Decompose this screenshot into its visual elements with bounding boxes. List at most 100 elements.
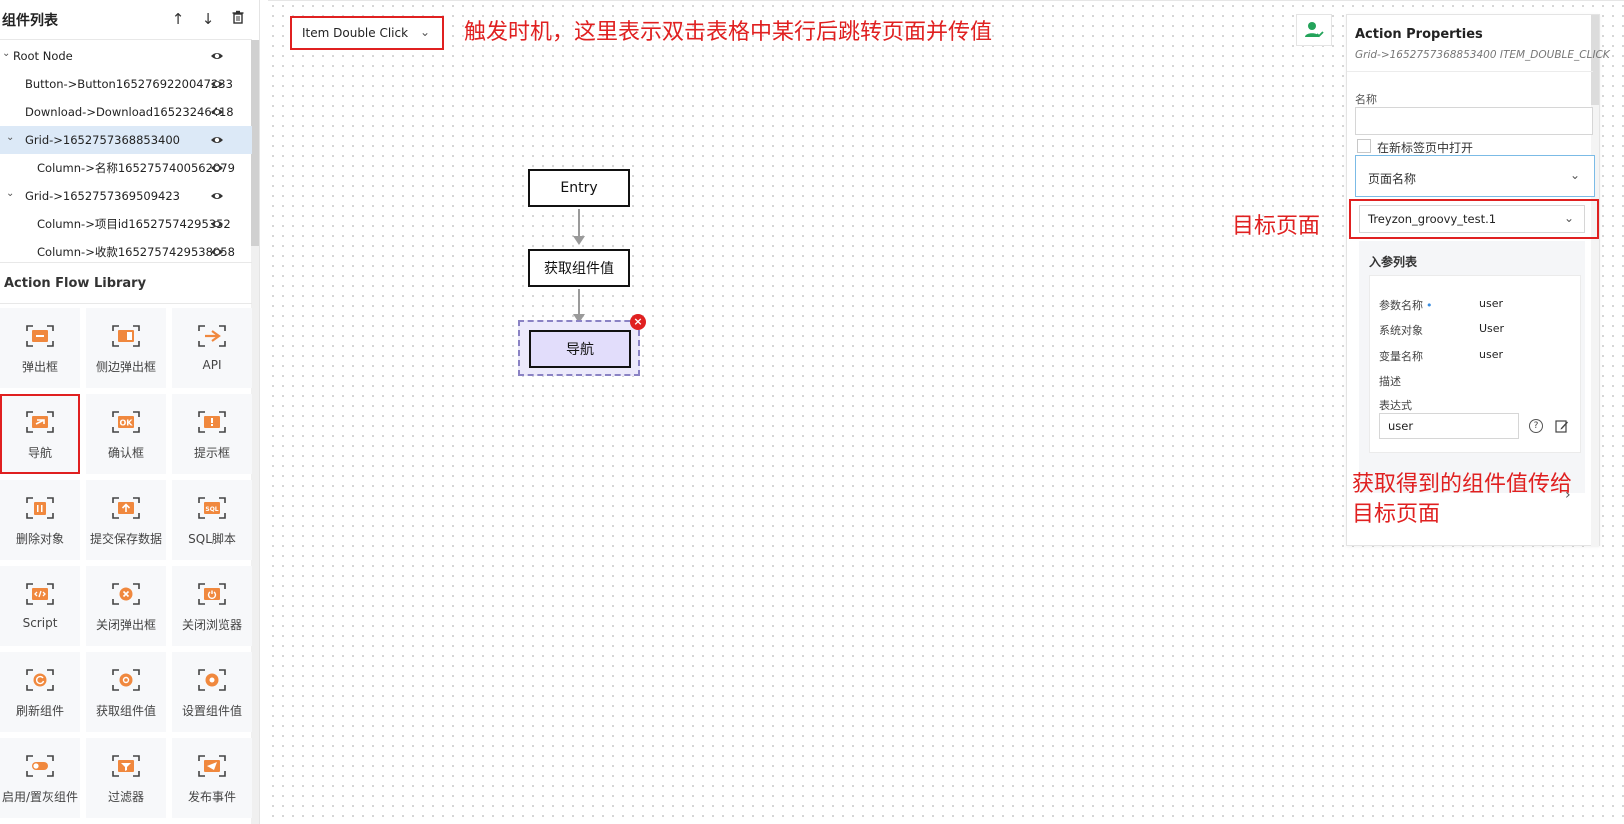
props-scrollbar[interactable] bbox=[1591, 15, 1599, 547]
tree-node-label: Button->Button1652769220047233 bbox=[25, 77, 233, 91]
panel-subtitle: Grid->1652757368853400 ITEM_DOUBLE_CLICK bbox=[1355, 49, 1610, 61]
tree-node-label: Grid->1652757368853400 bbox=[25, 133, 180, 147]
library-item-side-popup[interactable]: 侧边弹出框 bbox=[86, 308, 166, 388]
library-item-submit[interactable]: 提交保存数据 bbox=[86, 480, 166, 560]
library-item-refresh[interactable]: 刷新组件 bbox=[0, 652, 80, 732]
left-scrollbar[interactable] bbox=[251, 40, 259, 824]
target-page-value: Treyzon_groovy_test.1 bbox=[1368, 212, 1497, 226]
library-item-label: 关闭浏览器 bbox=[181, 618, 242, 632]
library-item-label: 刷新组件 bbox=[15, 704, 64, 718]
get-value-icon bbox=[112, 669, 140, 691]
close-icon[interactable]: × bbox=[630, 314, 646, 330]
library-item-close-browser[interactable]: 关闭浏览器 bbox=[172, 566, 252, 646]
library-item-set-value[interactable]: 设置组件值 bbox=[172, 652, 252, 732]
annotation-params-line1: 获取得到的组件值传给 bbox=[1352, 472, 1573, 497]
trash-icon[interactable] bbox=[230, 10, 246, 28]
chevron-down-icon: ⌄ bbox=[1563, 211, 1574, 225]
move-down-icon[interactable]: ↓ bbox=[201, 10, 215, 28]
set-value-icon bbox=[198, 669, 226, 691]
tree-node-button[interactable]: Button->Button1652769220047233 bbox=[0, 70, 252, 98]
eye-icon[interactable] bbox=[210, 133, 224, 147]
eye-icon[interactable] bbox=[210, 77, 224, 91]
panel-title: Action Properties bbox=[1355, 27, 1483, 42]
tree-node-grid-2[interactable]: ⌄ Grid->1652757369509423 bbox=[0, 182, 252, 210]
edit-icon[interactable] bbox=[1555, 419, 1569, 433]
eye-icon[interactable] bbox=[210, 49, 224, 63]
left-panel: 组件列表 ↑ ↓ ⌄ Root Node Button->Button16527… bbox=[0, 0, 260, 824]
library-title: Action Flow Library bbox=[0, 262, 252, 304]
filter-icon bbox=[112, 755, 140, 777]
expression-label: 表达式 bbox=[1379, 399, 1412, 412]
library-item-label: 关闭弹出框 bbox=[95, 618, 156, 632]
target-page-select[interactable]: Treyzon_groovy_test.1 ⌄ bbox=[1359, 205, 1585, 233]
props-scrollbar-thumb[interactable] bbox=[1591, 15, 1599, 105]
tree-node-download[interactable]: Download->Download16523246418 bbox=[0, 98, 252, 126]
library-item-script[interactable]: Script bbox=[0, 566, 80, 646]
library-item-navigation[interactable]: 导航 bbox=[0, 394, 80, 474]
chevron-down-icon[interactable]: ⌄ bbox=[6, 188, 15, 199]
open-new-tab-label: 在新标签页中打开 bbox=[1377, 141, 1474, 155]
help-icon[interactable]: ? bbox=[1529, 419, 1543, 433]
library-item-label: 提示框 bbox=[193, 446, 230, 460]
library-item-label: Script bbox=[22, 616, 58, 630]
library-item-toggle[interactable]: 启用/置灰组件 bbox=[0, 738, 80, 818]
tree-node-label: Download->Download16523246418 bbox=[25, 105, 234, 119]
param-name-text: 参数名称 bbox=[1379, 299, 1423, 312]
user-settings-button[interactable] bbox=[1296, 14, 1332, 46]
library-item-alert[interactable]: 提示框 bbox=[172, 394, 252, 474]
eye-icon[interactable] bbox=[210, 189, 224, 203]
library-item-publish[interactable]: 发布事件 bbox=[172, 738, 252, 818]
library-item-confirm[interactable]: OK 确认框 bbox=[86, 394, 166, 474]
eye-icon[interactable] bbox=[210, 217, 224, 231]
confirm-icon: OK bbox=[112, 411, 140, 433]
trigger-select[interactable]: Item Double Click ⌄ bbox=[290, 16, 444, 50]
tree-node-label: Root Node bbox=[13, 49, 73, 63]
chevron-down-icon[interactable]: ⌄ bbox=[2, 48, 11, 59]
params-title: 入参列表 bbox=[1369, 255, 1418, 269]
eye-icon[interactable] bbox=[210, 245, 224, 259]
param-name-value: user bbox=[1479, 297, 1503, 310]
navigation-icon bbox=[26, 411, 54, 433]
eye-icon[interactable] bbox=[210, 161, 224, 175]
annotation-target-page: 目标页面 bbox=[1232, 214, 1321, 239]
flow-node-get-value[interactable]: 获取组件值 bbox=[528, 249, 630, 287]
library-item-popup[interactable]: 弹出框 bbox=[0, 308, 80, 388]
chevron-down-icon[interactable]: ⌄ bbox=[6, 132, 15, 143]
flow-node-navigate[interactable]: 导航 bbox=[529, 330, 631, 368]
tree-node-column-name[interactable]: Column->名称1652757400562879 bbox=[0, 154, 252, 182]
chevron-right-icon[interactable]: › bbox=[1565, 487, 1571, 503]
tree-title: 组件列表 bbox=[2, 12, 58, 29]
library-item-close-popup[interactable]: 关闭弹出框 bbox=[86, 566, 166, 646]
tree-node-column-id[interactable]: Column->项目id16527574295352 bbox=[0, 210, 252, 238]
eye-icon[interactable] bbox=[210, 105, 224, 119]
tree-node-grid-selected[interactable]: ⌄ Grid->1652757368853400 bbox=[0, 126, 252, 154]
library-item-delete[interactable]: 删除对象 bbox=[0, 480, 80, 560]
open-new-tab-checkbox[interactable] bbox=[1357, 139, 1371, 153]
page-name-select[interactable]: 页面名称 ⌄ bbox=[1355, 155, 1595, 197]
close-popup-icon bbox=[112, 583, 140, 605]
sql-icon: SQL bbox=[198, 497, 226, 519]
flow-node-selection[interactable]: 导航 × bbox=[518, 314, 646, 376]
trigger-value: Item Double Click bbox=[302, 26, 409, 40]
tree-node-column-payment[interactable]: Column->收款1652757429538958 bbox=[0, 238, 252, 266]
expression-input[interactable]: user bbox=[1379, 413, 1519, 439]
chevron-down-icon: ⌄ bbox=[1569, 168, 1580, 182]
library-item-api[interactable]: API bbox=[172, 308, 252, 388]
tree-header: 组件列表 ↑ ↓ bbox=[0, 0, 252, 40]
tree-node-root[interactable]: ⌄ Root Node bbox=[0, 42, 252, 70]
divider bbox=[1347, 71, 1593, 72]
library-item-label: 提交保存数据 bbox=[89, 532, 162, 546]
script-icon bbox=[26, 583, 54, 605]
flow-node-entry[interactable]: Entry bbox=[528, 169, 630, 207]
library-item-label: 启用/置灰组件 bbox=[1, 790, 79, 804]
move-up-icon[interactable]: ↑ bbox=[171, 10, 185, 28]
library-item-sql[interactable]: SQL SQL脚本 bbox=[172, 480, 252, 560]
system-object-value: User bbox=[1479, 322, 1505, 335]
library-item-label: 获取组件值 bbox=[95, 704, 156, 718]
library-item-get-value[interactable]: 获取组件值 bbox=[86, 652, 166, 732]
name-input[interactable] bbox=[1355, 107, 1593, 135]
svg-text:OK: OK bbox=[120, 419, 134, 428]
svg-text:SQL: SQL bbox=[205, 506, 218, 513]
left-scrollbar-thumb[interactable] bbox=[251, 40, 259, 246]
library-item-filter[interactable]: 过滤器 bbox=[86, 738, 166, 818]
